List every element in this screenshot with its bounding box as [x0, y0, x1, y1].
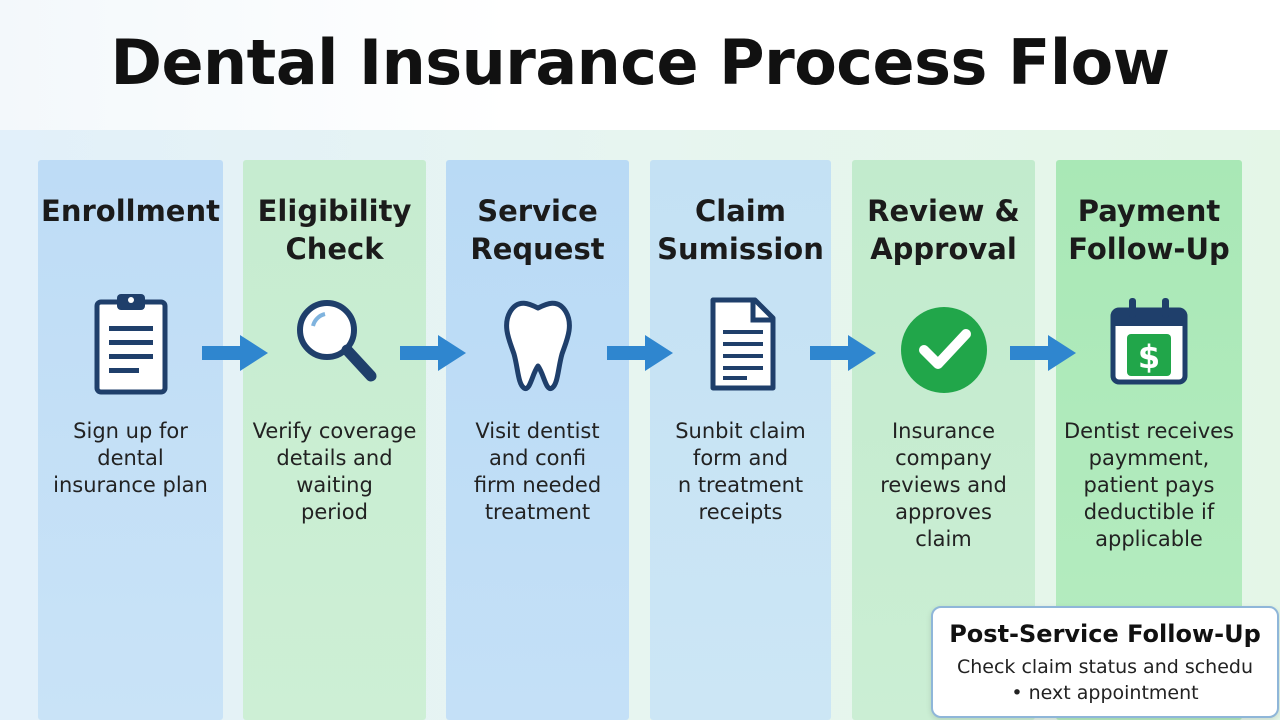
step-description: Sunbit claim form and n treatment receip… [675, 419, 806, 524]
step-eligibility-check: Eligibility Check Verify coverage detail… [243, 160, 426, 720]
step-heading: Claim Sumission [657, 194, 824, 266]
step-description: Dentist receives paymment, patient pays … [1064, 419, 1234, 551]
step-heading: Payment Follow-Up [1068, 194, 1230, 266]
step-heading: Review & Approval [867, 194, 1020, 266]
tooth-icon [490, 288, 586, 398]
magnifier-icon [287, 288, 383, 398]
arrow-right-icon [1008, 333, 1078, 373]
step-service-request: Service Request Visit dentist and confi … [446, 160, 629, 720]
clipboard-icon [83, 288, 179, 398]
step-description: Visit dentist and confi firm needed trea… [473, 419, 602, 524]
checkmark-icon [896, 288, 992, 398]
step-claim-submission: Claim Sumission Sunbit claim form and n … [650, 160, 831, 720]
calendar-dollar-icon: $ [1101, 288, 1197, 398]
step-heading: Eligibility Check [257, 194, 412, 266]
page-title: Dental Insurance Process Flow [110, 26, 1170, 99]
svg-text:$: $ [1138, 338, 1160, 376]
arrow-right-icon [808, 333, 878, 373]
arrow-right-icon [398, 333, 468, 373]
step-description: Sign up for dental insurance plan [53, 419, 208, 497]
step-heading: Service Request [470, 194, 605, 266]
arrow-right-icon [200, 333, 270, 373]
step-description: Insurance company reviews and approves c… [880, 419, 1007, 551]
title-band [0, 0, 1280, 130]
followup-description: Check claim status and schedu • next app… [956, 656, 1254, 704]
followup-title: Post-Service Follow-Up [949, 620, 1261, 648]
arrow-right-icon [605, 333, 675, 373]
post-service-follow-up-box: Post-Service Follow-Up Check claim statu… [931, 606, 1279, 718]
document-icon [693, 288, 789, 398]
step-enrollment: Enrollment Sign up for dental insurance … [38, 160, 223, 720]
step-description: Verify coverage details and waiting peri… [252, 419, 417, 524]
step-heading: Enrollment [41, 194, 220, 228]
